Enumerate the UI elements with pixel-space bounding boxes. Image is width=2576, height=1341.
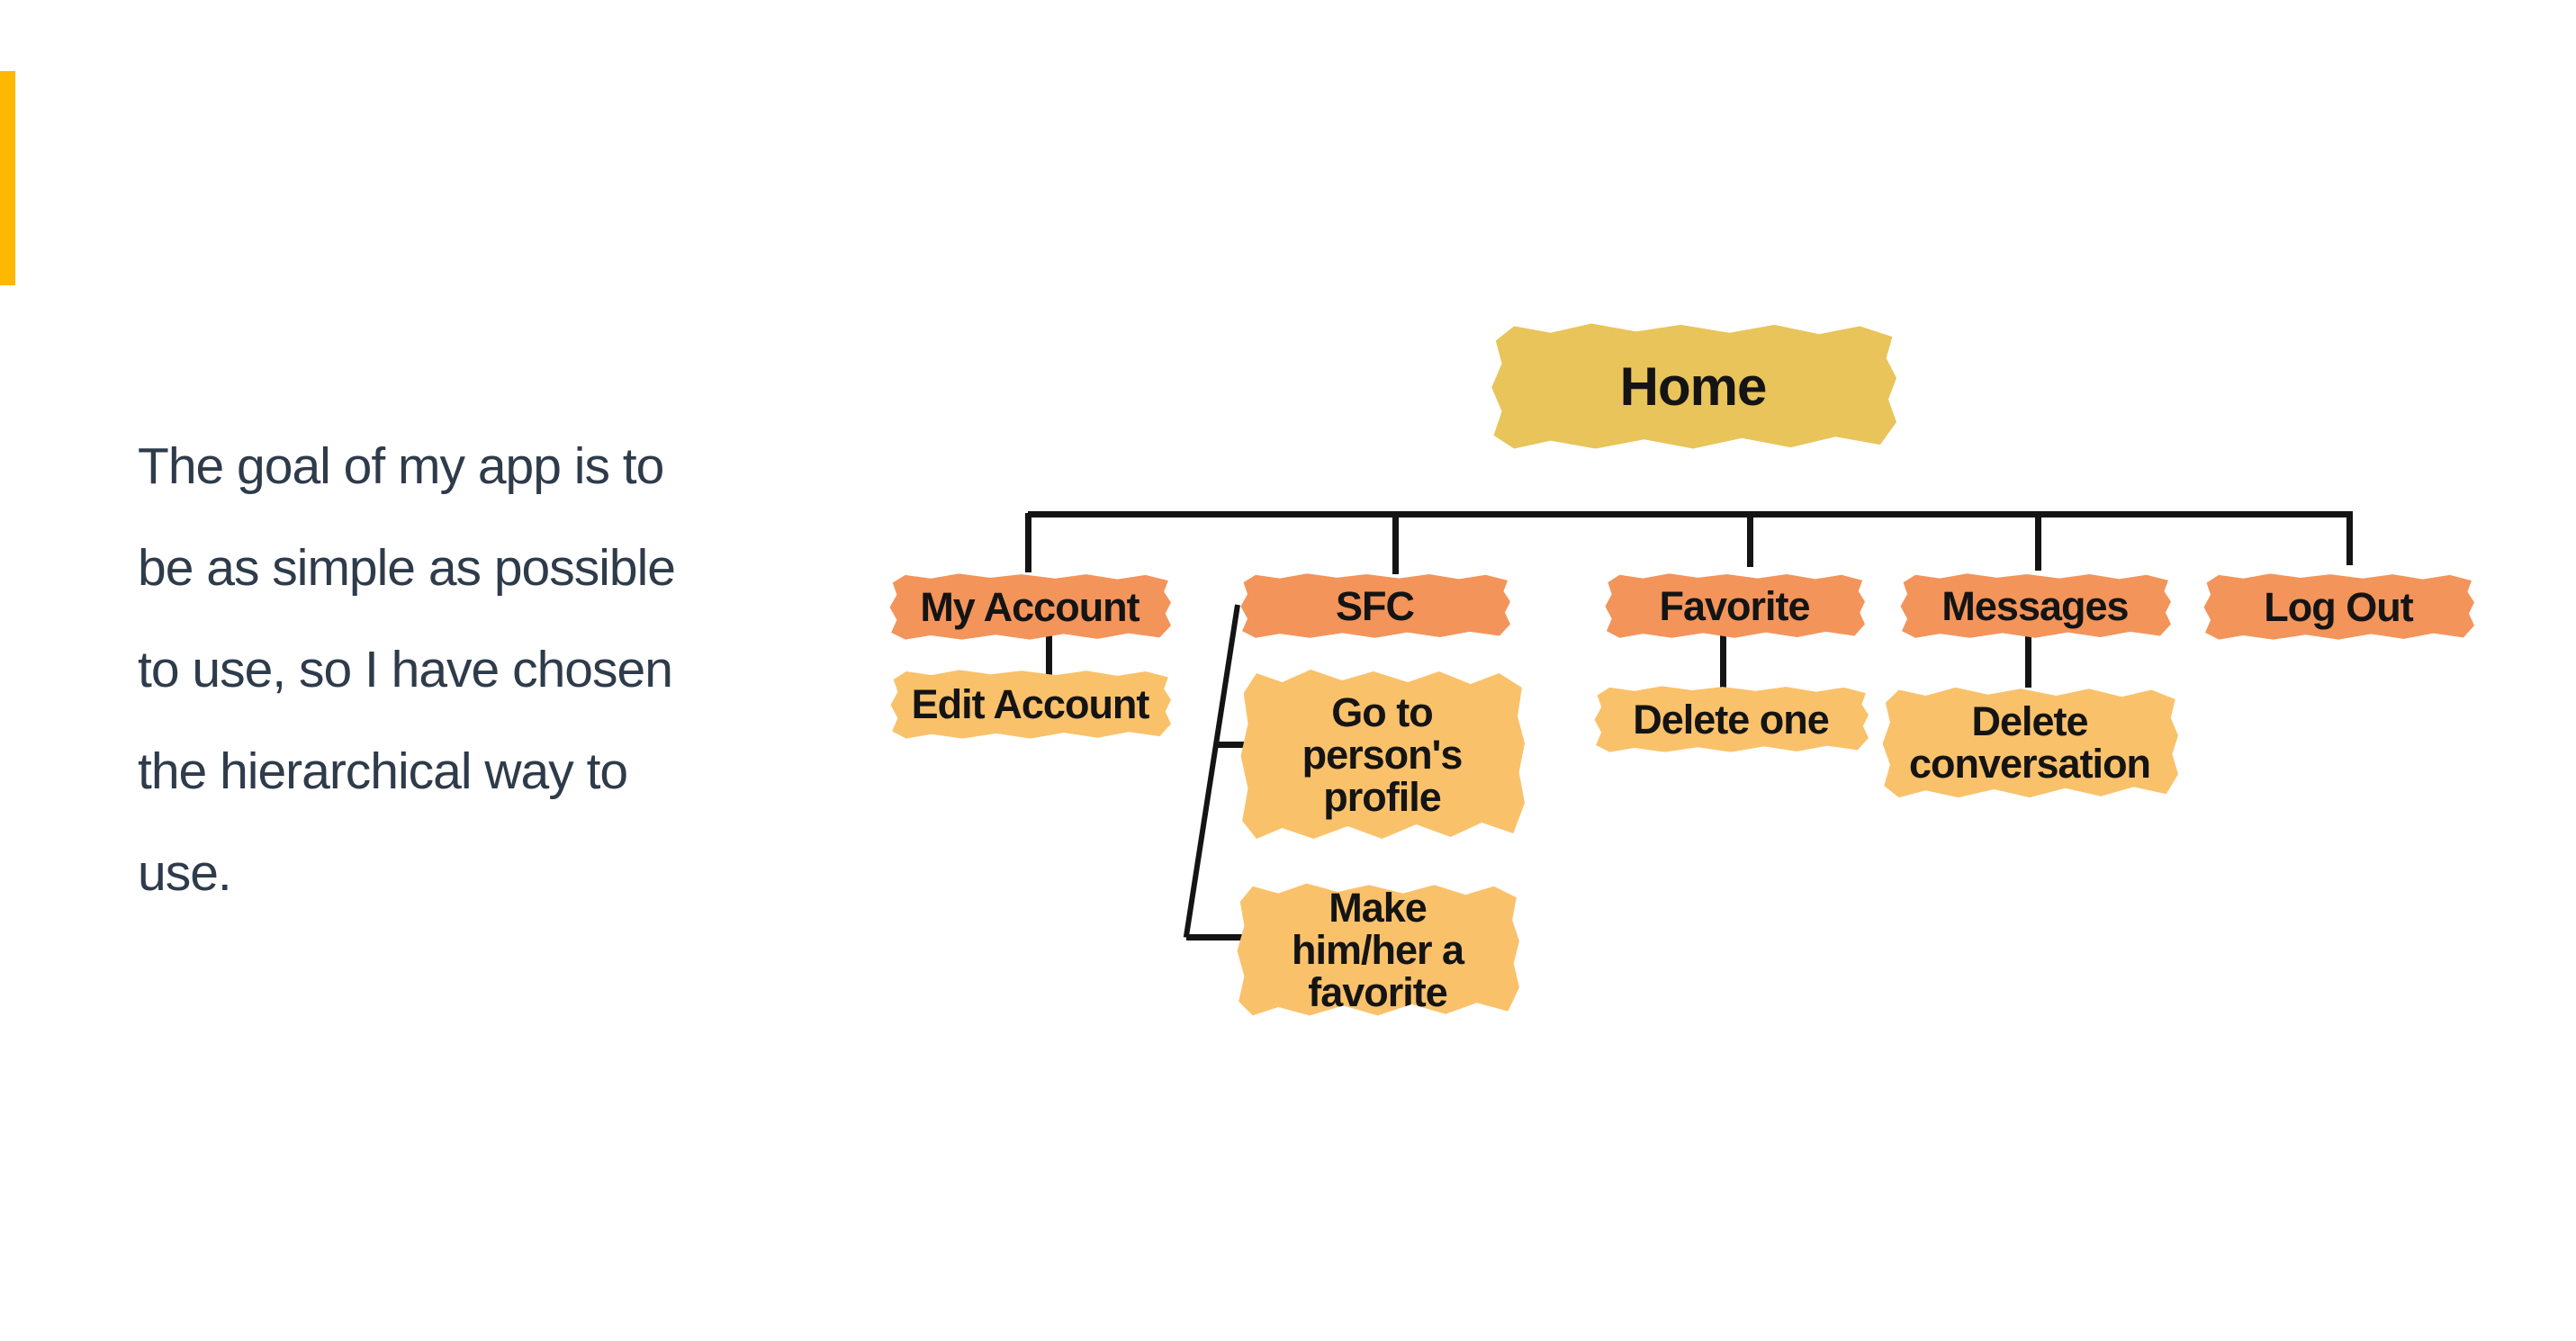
node-log-out[interactable]: Log Out [2203, 573, 2474, 640]
paragraph-line: use. [138, 844, 232, 902]
connector-drop-sfc [1392, 515, 1399, 574]
node-edit-account[interactable]: Edit Account [890, 670, 1171, 739]
node-favorite[interactable]: Favorite [1605, 573, 1865, 638]
paragraph-line: The goal of my app is to [138, 437, 664, 495]
connector-myaccount-editaccount [1046, 634, 1052, 682]
connector-top-bar [1028, 511, 2353, 518]
connector-drop-favorite [1747, 515, 1753, 567]
node-sfc[interactable]: SFC [1240, 573, 1510, 638]
node-label: Go to person's profile [1302, 688, 1464, 820]
node-label: Messages [1941, 582, 2129, 629]
node-label: Edit Account [911, 681, 1150, 727]
connector-favorite-deleteone [1720, 635, 1726, 688]
node-delete-conversation[interactable]: Delete conversation [1882, 687, 2178, 798]
node-home[interactable]: Home [1491, 323, 1896, 449]
node-my-account[interactable]: My Account [889, 573, 1171, 640]
node-label: Home [1619, 356, 1768, 417]
connector-drop-my-account [1025, 513, 1031, 572]
node-messages[interactable]: Messages [1900, 573, 2171, 638]
node-label: Log Out [2264, 583, 2413, 630]
connector-sfc-goprofile-stub [1216, 742, 1265, 748]
accent-bar [0, 71, 15, 285]
node-label: Delete conversation [1908, 698, 2151, 787]
paragraph-line: to use, so I have chosen [138, 641, 673, 698]
paragraph-line: be as simple as possible [138, 539, 676, 597]
node-go-to-persons-profile[interactable]: Go to person's profile [1240, 670, 1525, 839]
connector-sfc-branch-line [1183, 604, 1240, 939]
node-label: Delete one [1633, 696, 1830, 742]
paragraph-line: the hierarchical way to [138, 742, 628, 800]
node-label: My Account [920, 583, 1139, 630]
connector-messages-deleteconv [2025, 635, 2031, 688]
node-make-him-her-a-favorite[interactable]: Make him/her a favorite [1237, 883, 1519, 1016]
intro-paragraph: The goal of my app is to be as simple as… [138, 416, 858, 924]
connector-sfc-makefavorite-stub [1186, 934, 1255, 940]
connector-drop-messages [2035, 515, 2041, 571]
node-label: SFC [1336, 582, 1415, 629]
node-label: Make him/her a favorite [1291, 884, 1464, 1015]
connector-drop-log-out [2346, 513, 2353, 565]
node-delete-one[interactable]: Delete one [1594, 686, 1869, 752]
node-label: Favorite [1659, 582, 1810, 629]
